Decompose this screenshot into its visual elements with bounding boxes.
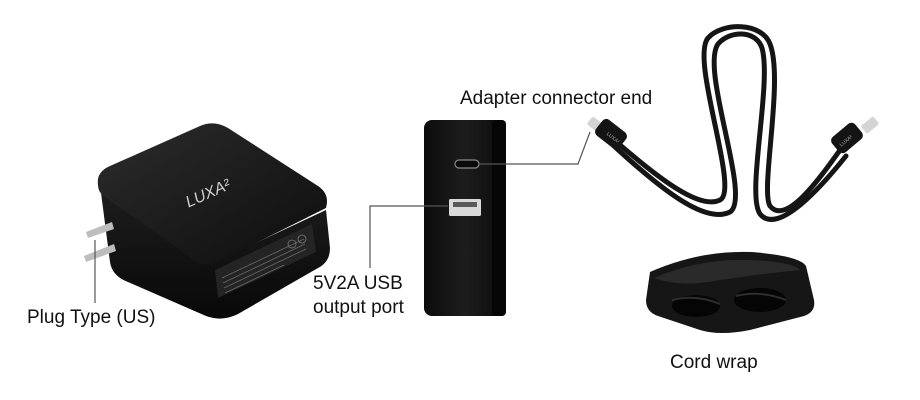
- charger-fine-print: [221, 238, 307, 294]
- leader-adapter-connector: [480, 131, 591, 165]
- charger-label-area: [215, 224, 316, 298]
- label-usb-output-port: 5V2A USB output port: [313, 272, 404, 320]
- us-plug-prongs: [84, 222, 116, 262]
- usb-a-port-tongue: [453, 202, 477, 207]
- charger-top-face: [97, 123, 327, 265]
- usb-c-port-icon: [454, 159, 480, 169]
- wall-charger-front: [424, 120, 506, 316]
- leader-usb-output: [369, 205, 448, 268]
- usb-a-port-icon: [449, 199, 481, 216]
- usb-c-cable: [609, 24, 849, 222]
- usb-c-connector-left: LUXA²: [587, 116, 627, 150]
- leader-lines: [94, 131, 591, 303]
- charger-front-edge: [492, 120, 506, 316]
- ul-mark-icon: [297, 234, 307, 244]
- label-cord-wrap: Cord wrap: [670, 352, 758, 373]
- charger-front-body: [424, 120, 506, 316]
- wall-charger-perspective: LUXA²: [84, 123, 330, 319]
- label-plug-type: Plug Type (US): [27, 307, 156, 328]
- charger-side-face: [100, 185, 330, 319]
- label-usb-line1: 5V2A USB: [313, 273, 403, 294]
- cord-wrap-clip: [646, 251, 815, 333]
- label-usb-line2: output port: [313, 296, 404, 318]
- usb-c-connector-right: LUXA²: [831, 116, 879, 154]
- cert-mark-icon: [287, 239, 297, 249]
- label-adapter-connector-end: Adapter connector end: [460, 88, 653, 109]
